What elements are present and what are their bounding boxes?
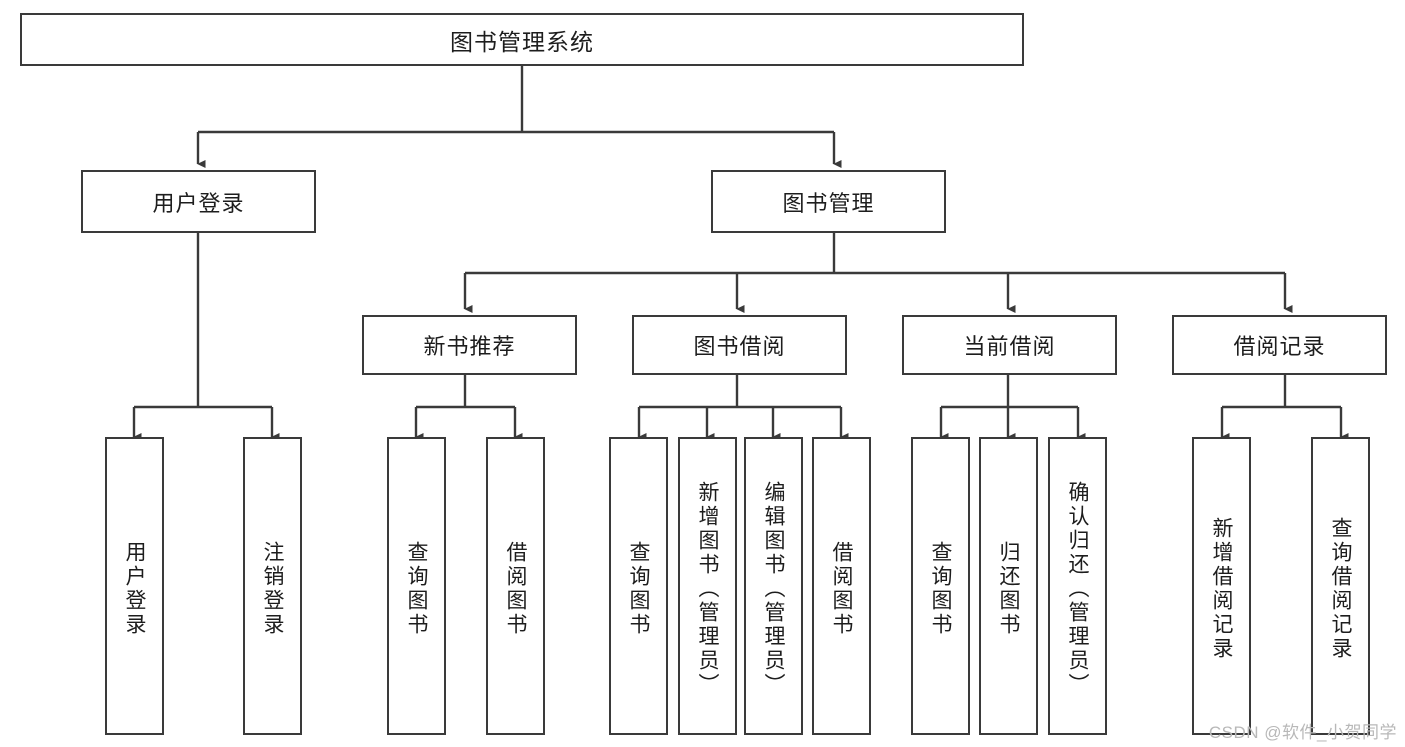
node-label: 借阅图书 — [504, 541, 527, 637]
node-label: 借阅记录 — [1233, 334, 1326, 359]
node-label: 当前借阅 — [963, 334, 1056, 359]
node-label: 图书借阅 — [693, 334, 786, 359]
node-leaf-query-record[interactable]: 查询借阅记录 — [1311, 437, 1370, 735]
node-leaf-user-login[interactable]: 用户登录 — [105, 437, 164, 735]
node-leaf-confirm-return[interactable]: 确认归还（管理员） — [1048, 437, 1107, 735]
node-book-management[interactable]: 图书管理 — [711, 170, 946, 233]
node-leaf-borrow-book-2[interactable]: 借阅图书 — [812, 437, 871, 735]
node-user-login[interactable]: 用户登录 — [81, 170, 316, 233]
node-label: 注销登录 — [261, 541, 284, 637]
node-label: 新增借阅记录 — [1210, 517, 1233, 661]
node-label: 图书管理 — [782, 190, 875, 216]
node-leaf-query-book-3[interactable]: 查询图书 — [911, 437, 970, 735]
node-new-book-recommendation[interactable]: 新书推荐 — [362, 315, 577, 375]
node-book-borrowing[interactable]: 图书借阅 — [632, 315, 847, 375]
node-leaf-borrow-book-1[interactable]: 借阅图书 — [486, 437, 545, 735]
node-label: 编辑图书（管理员） — [762, 481, 785, 697]
node-label: 归还图书 — [997, 541, 1020, 637]
node-label: 确认归还（管理员） — [1066, 481, 1089, 697]
node-leaf-add-book[interactable]: 新增图书（管理员） — [678, 437, 737, 735]
node-leaf-query-book-2[interactable]: 查询图书 — [609, 437, 668, 735]
node-borrowing-records[interactable]: 借阅记录 — [1172, 315, 1387, 375]
node-root-book-management-system[interactable]: 图书管理系统 — [20, 13, 1024, 66]
node-label: 查询图书 — [405, 541, 428, 637]
node-label: 新增图书（管理员） — [696, 481, 719, 697]
node-leaf-query-book-1[interactable]: 查询图书 — [387, 437, 446, 735]
csdn-watermark: CSDN @软件_小贺同学 — [1208, 723, 1397, 742]
node-current-borrowing[interactable]: 当前借阅 — [902, 315, 1117, 375]
node-label: 用户登录 — [123, 541, 146, 637]
node-label: 新书推荐 — [423, 334, 516, 359]
node-label: 图书管理系统 — [450, 28, 594, 55]
node-label: 查询图书 — [929, 541, 952, 637]
node-label: 查询借阅记录 — [1329, 517, 1352, 661]
node-label: 借阅图书 — [830, 541, 853, 637]
node-leaf-edit-book[interactable]: 编辑图书（管理员） — [744, 437, 803, 735]
node-leaf-return-book[interactable]: 归还图书 — [979, 437, 1038, 735]
node-label: 用户登录 — [152, 190, 245, 216]
node-leaf-add-record[interactable]: 新增借阅记录 — [1192, 437, 1251, 735]
node-label: 查询图书 — [627, 541, 650, 637]
node-leaf-logout[interactable]: 注销登录 — [243, 437, 302, 735]
